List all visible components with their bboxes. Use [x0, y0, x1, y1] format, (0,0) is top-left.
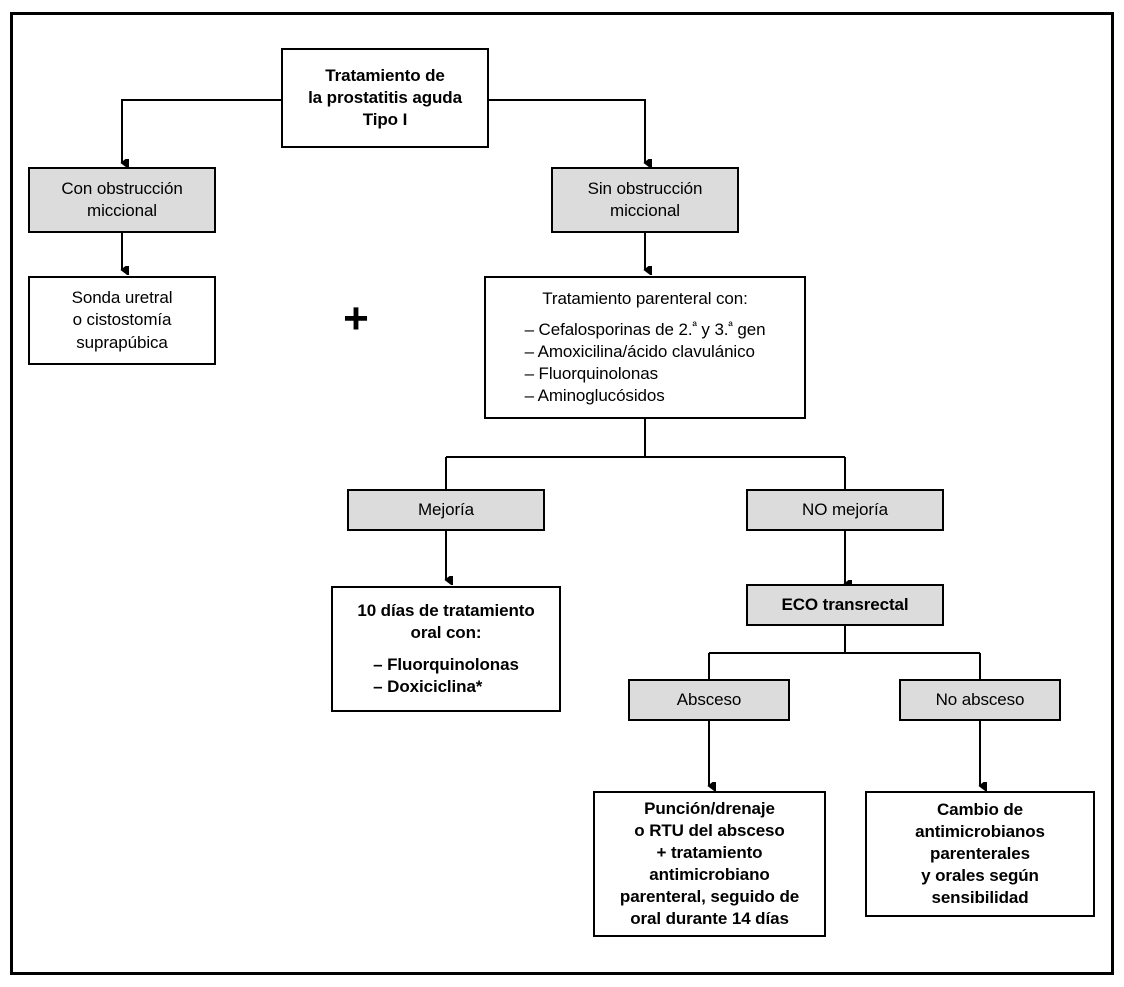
node-puncion-line-1: Punción/drenaje — [644, 798, 775, 818]
node-oral-bullet-1: – Fluorquinolonas — [373, 654, 519, 674]
node-oral-heading-2: oral con: — [410, 623, 482, 643]
node-absceso[interactable]: Absceso — [628, 679, 790, 721]
node-sonda-line-3: suprapúbica — [76, 332, 168, 352]
node-cambio-line-4: y orales según — [921, 866, 1039, 886]
node-sonda-uretral[interactable]: Sonda uretral o cistostomía suprapúbica — [28, 276, 216, 365]
node-absceso-label: Absceso — [676, 689, 742, 709]
node-cambio-line-3: parenterales — [930, 843, 1030, 863]
node-parenteral-heading: Tratamiento parenteral con: — [542, 288, 748, 308]
node-root-line-3: Tipo I — [362, 110, 408, 130]
node-mejoria-label: Mejoría — [418, 499, 474, 519]
node-puncion-line-4: antimicrobiano — [649, 865, 770, 884]
node-oral-heading-1: 10 días de tratamiento — [357, 601, 535, 621]
node-con-obstruccion-miccional[interactable]: Con obstrucción miccional — [28, 167, 216, 233]
node-parenteral-bullet-2: – Amoxicilina/ácido clavulánico — [524, 341, 755, 361]
node-eco-label: ECO transrectal — [781, 594, 909, 614]
node-eco-transrectal[interactable]: ECO transrectal — [746, 584, 944, 626]
node-parenteral-bullet-4: – Aminoglucósidos — [524, 386, 665, 406]
node-puncion-drenaje[interactable]: Punción/drenaje o RTU del absceso + trat… — [593, 791, 826, 937]
node-sonda-line-1: Sonda uretral — [71, 288, 173, 308]
node-puncion-line-3: + tratamiento — [656, 842, 763, 862]
node-cambio-antimicrobianos[interactable]: Cambio de antimicrobianos parenterales y… — [865, 791, 1095, 917]
node-cambio-line-1: Cambio de — [936, 799, 1023, 819]
node-tratamiento-parenteral[interactable]: Tratamiento parenteral con: – Cefalospor… — [484, 276, 806, 419]
node-parenteral-bullet-1: – Cefalosporinas de 2.ª y 3.ª gen — [524, 318, 766, 339]
node-root-line-1: Tratamiento de — [325, 65, 445, 85]
node-oral-bullet-2: – Doxiciclina* — [373, 676, 483, 696]
node-puncion-line-5: parenteral, seguido de — [619, 887, 800, 907]
node-no-absceso-label: No absceso — [935, 689, 1025, 709]
node-sin-obstruccion-line-1: Sin obstrucción — [587, 178, 703, 198]
node-root[interactable]: Tratamiento de la prostatitis aguda Tipo… — [281, 48, 489, 148]
node-sin-obstruccion-miccional[interactable]: Sin obstrucción miccional — [551, 167, 739, 233]
node-con-obstruccion-line-1: Con obstrucción — [61, 178, 183, 198]
node-cambio-line-5: sensibilidad — [931, 888, 1029, 908]
node-puncion-line-6: oral durante 14 días — [630, 909, 789, 929]
node-no-mejoria[interactable]: NO mejoría — [746, 489, 944, 531]
plus-operator-symbol: + — [343, 294, 369, 343]
node-parenteral-bullets: – Cefalosporinas de 2.ª y 3.ª gen – Amox… — [525, 319, 766, 407]
node-oral-bullets: – Fluorquinolonas – Doxiciclina* — [373, 654, 519, 698]
node-parenteral-bullet-3: – Fluorquinolonas — [524, 364, 659, 384]
node-mejoria[interactable]: Mejoría — [347, 489, 545, 531]
node-no-absceso[interactable]: No absceso — [899, 679, 1061, 721]
node-puncion-line-2: o RTU del absceso — [634, 820, 785, 840]
node-root-line-2: la prostatitis aguda — [308, 87, 462, 107]
node-con-obstruccion-line-2: miccional — [87, 201, 157, 220]
node-sin-obstruccion-line-2: miccional — [610, 201, 680, 220]
node-cambio-line-2: antimicrobianos — [915, 821, 1045, 841]
node-sonda-line-2: o cistostomía — [72, 310, 172, 330]
node-no-mejoria-label: NO mejoría — [802, 499, 888, 519]
node-tratamiento-oral-10-dias[interactable]: 10 días de tratamiento oral con: – Fluor… — [331, 586, 561, 712]
